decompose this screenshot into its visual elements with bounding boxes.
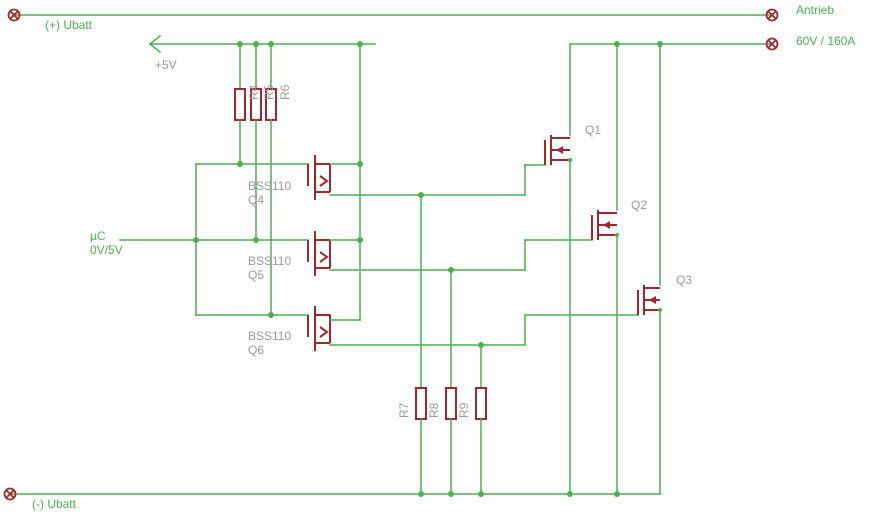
gate-resistors: R7 R8 R9 xyxy=(397,194,487,495)
gate-routing xyxy=(524,164,639,346)
power-rails xyxy=(9,14,773,495)
mosfet-q6[interactable] xyxy=(307,306,331,351)
label-r9: R9 xyxy=(457,402,471,418)
label-q4: Q4 xyxy=(248,193,264,207)
junctions xyxy=(193,41,663,497)
resistor-r7[interactable] xyxy=(415,387,427,420)
resistor-r8[interactable] xyxy=(445,387,457,420)
label-q5-type: BSS110 xyxy=(248,254,291,268)
label-q1: Q1 xyxy=(585,123,601,137)
resistor-r4[interactable] xyxy=(234,88,246,121)
mosfet-q3[interactable] xyxy=(637,285,660,315)
label-q6-type: BSS110 xyxy=(248,329,291,343)
label-uc: µC xyxy=(90,229,106,243)
label-rating: 60V / 160A xyxy=(796,34,855,48)
label-r8: R8 xyxy=(427,402,441,418)
mosfet-q4[interactable] xyxy=(307,155,331,200)
pullup-resistors: R4 R5 R6 xyxy=(234,43,292,316)
label-ubatt-minus: (-) Ubatt xyxy=(32,497,77,511)
vcc-arrow-icon xyxy=(148,34,162,54)
terminal-antrieb[interactable] xyxy=(765,8,779,22)
label-ubatt-plus: (+) Ubatt xyxy=(45,18,93,32)
label-r7: R7 xyxy=(397,402,411,418)
label-q4-type: BSS110 xyxy=(248,179,291,193)
label-r4: R4 xyxy=(247,84,261,100)
terminal-ubatt-plus[interactable] xyxy=(7,8,21,22)
label-q3: Q3 xyxy=(676,273,692,287)
terminals xyxy=(3,8,779,501)
terminal-output[interactable] xyxy=(765,37,779,51)
label-q6: Q6 xyxy=(248,343,264,357)
mosfet-q2[interactable] xyxy=(591,210,617,240)
label-r5: R5 xyxy=(262,84,276,100)
mosfet-q5[interactable] xyxy=(307,231,331,276)
label-q2: Q2 xyxy=(631,198,647,212)
label-r6: R6 xyxy=(278,84,292,100)
label-q5: Q5 xyxy=(248,268,264,282)
mosfet-q1[interactable] xyxy=(544,135,570,165)
power-fet-wiring xyxy=(569,43,661,495)
resistor-r9[interactable] xyxy=(475,387,487,420)
label-uc-levels: 0V/5V xyxy=(90,243,123,257)
label-antrieb: Antrieb xyxy=(796,3,834,17)
label-vcc: +5V xyxy=(155,58,177,72)
terminal-ubatt-minus[interactable] xyxy=(3,487,17,501)
